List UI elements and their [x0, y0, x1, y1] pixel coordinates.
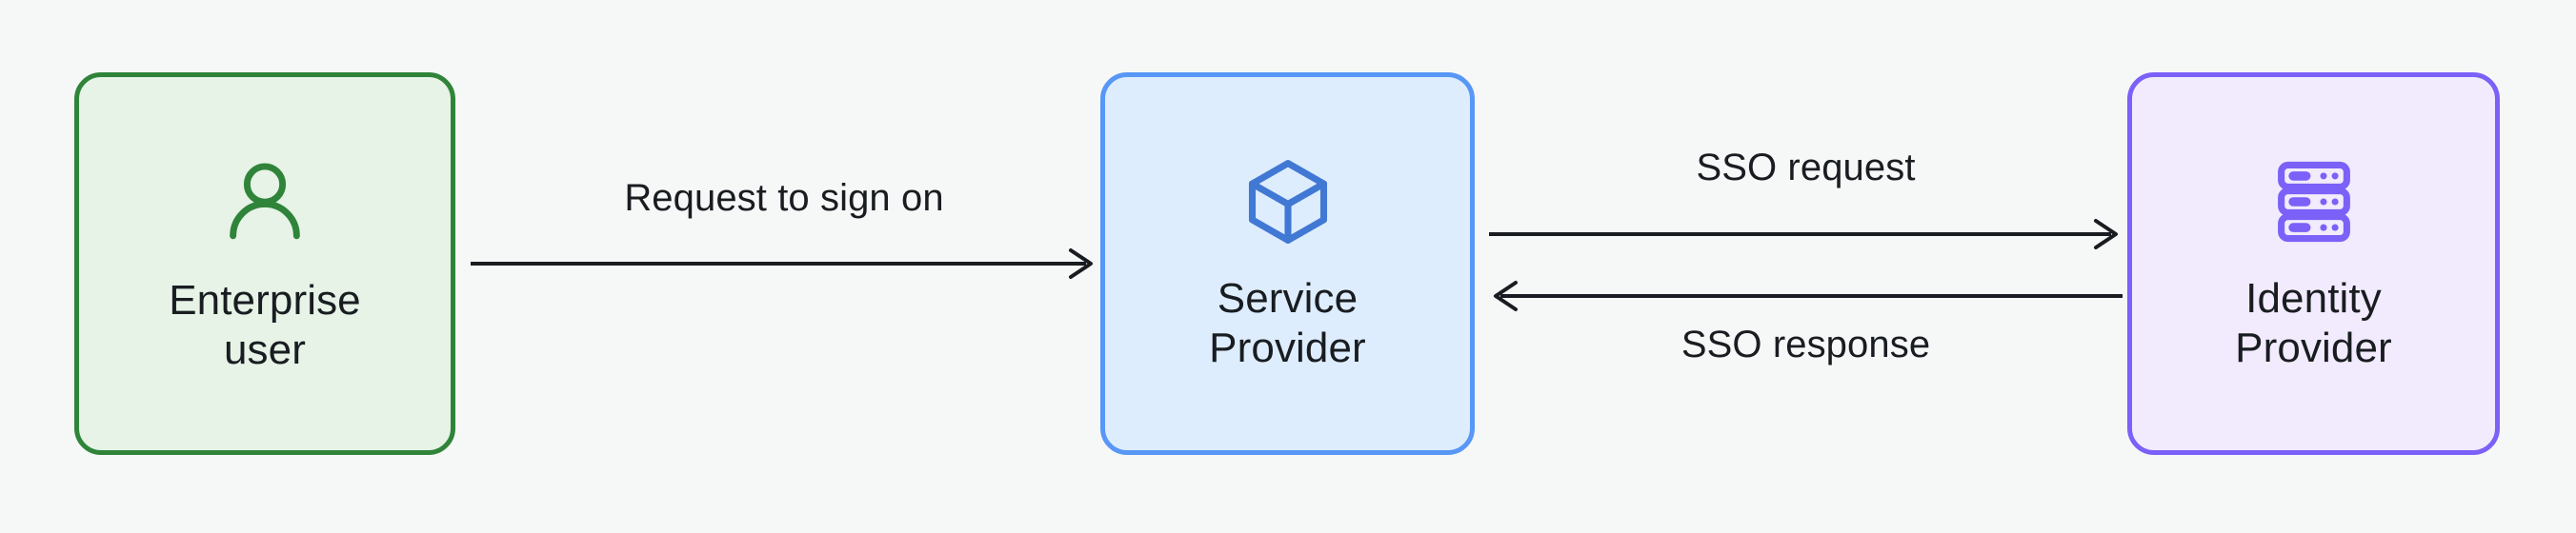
edge-arrow-request-to-sign-on: [471, 248, 1093, 279]
edge-arrow-sso-request: [1489, 219, 2118, 249]
server-rack-icon: [2266, 154, 2362, 249]
person-icon: [215, 152, 314, 251]
node-label-service-provider: Service Provider: [1209, 275, 1366, 371]
edge-label-sso-request: SSO request: [1696, 147, 1916, 188]
cube-icon: [1240, 154, 1336, 249]
edge-label-sso-response: SSO response: [1680, 324, 1931, 365]
node-service-provider[interactable]: Service Provider: [1100, 72, 1475, 455]
node-label-identity-provider: Identity Provider: [2235, 275, 2392, 371]
edge-label-request-to-sign-on: Request to sign on: [624, 177, 944, 219]
node-enterprise-user[interactable]: Enterprise user: [74, 72, 455, 455]
node-label-enterprise-user: Enterprise user: [169, 277, 361, 373]
edge-arrow-sso-response: [1494, 281, 2123, 311]
node-identity-provider[interactable]: Identity Provider: [2127, 72, 2500, 455]
